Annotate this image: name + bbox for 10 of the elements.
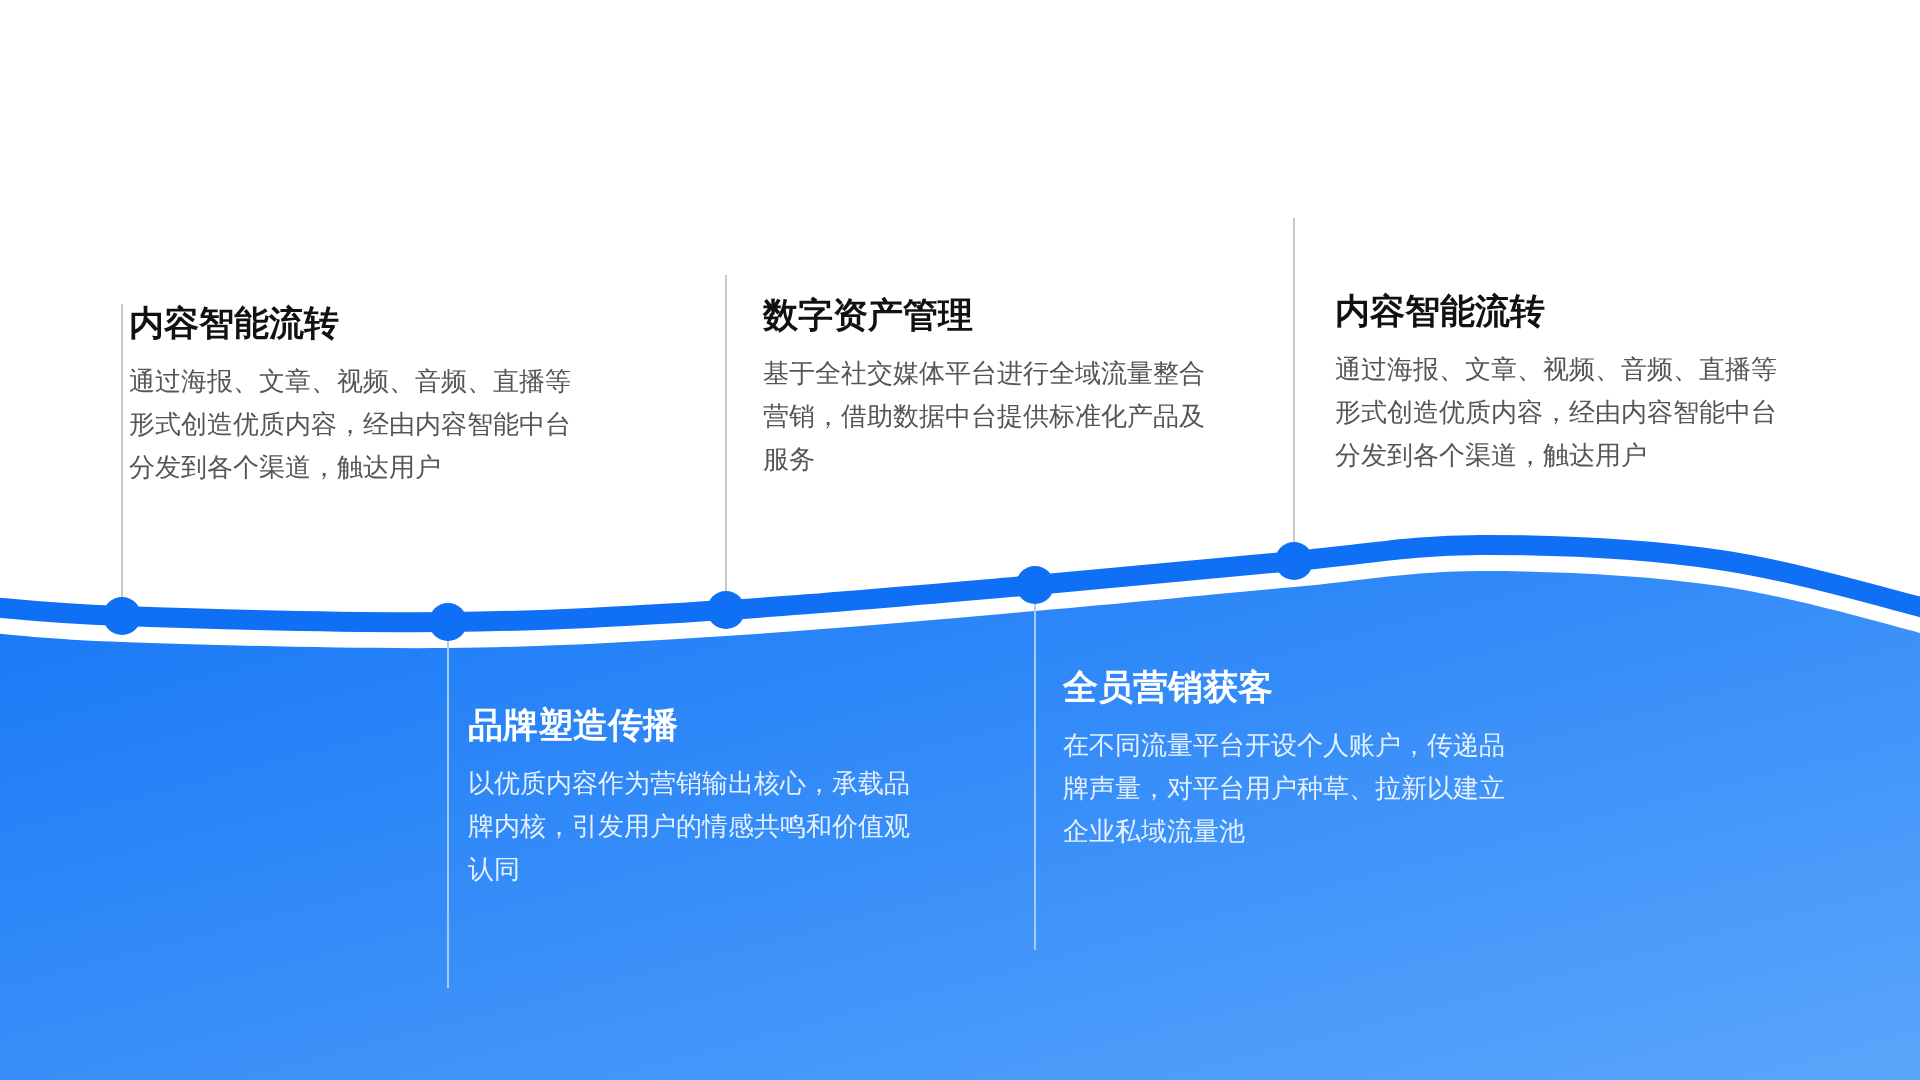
item-heading: 品牌塑造传播 [468, 704, 679, 747]
item-description: 以优质内容作为营销输出核心，承载品牌内核，引发用户的情感共鸣和价值观认同 [468, 767, 911, 886]
item-heading: 数字资产管理 [763, 294, 974, 337]
item-heading: 内容智能流转 [1335, 290, 1546, 333]
item-heading: 全员营销获客 [1063, 666, 1274, 709]
item-description: 通过海报、文章、视频、音频、直播等形式创造优质内容，经由内容智能中台分发到各个渠道，触达用户 [1335, 353, 1778, 472]
item-description: 基于全社交媒体平台进行全域流量整合营销，借助数据中台提供标准化产品及服务 [763, 357, 1206, 476]
item-heading: 内容智能流转 [129, 302, 340, 345]
item-description: 通过海报、文章、视频、音频、直播等形式创造优质内容，经由内容智能中台分发到各个渠道，触达用户 [129, 365, 572, 484]
item-description: 在不同流量平台开设个人账户，传递品牌声量，对平台用户种草、拉新以建立企业私域流量池 [1063, 729, 1506, 848]
